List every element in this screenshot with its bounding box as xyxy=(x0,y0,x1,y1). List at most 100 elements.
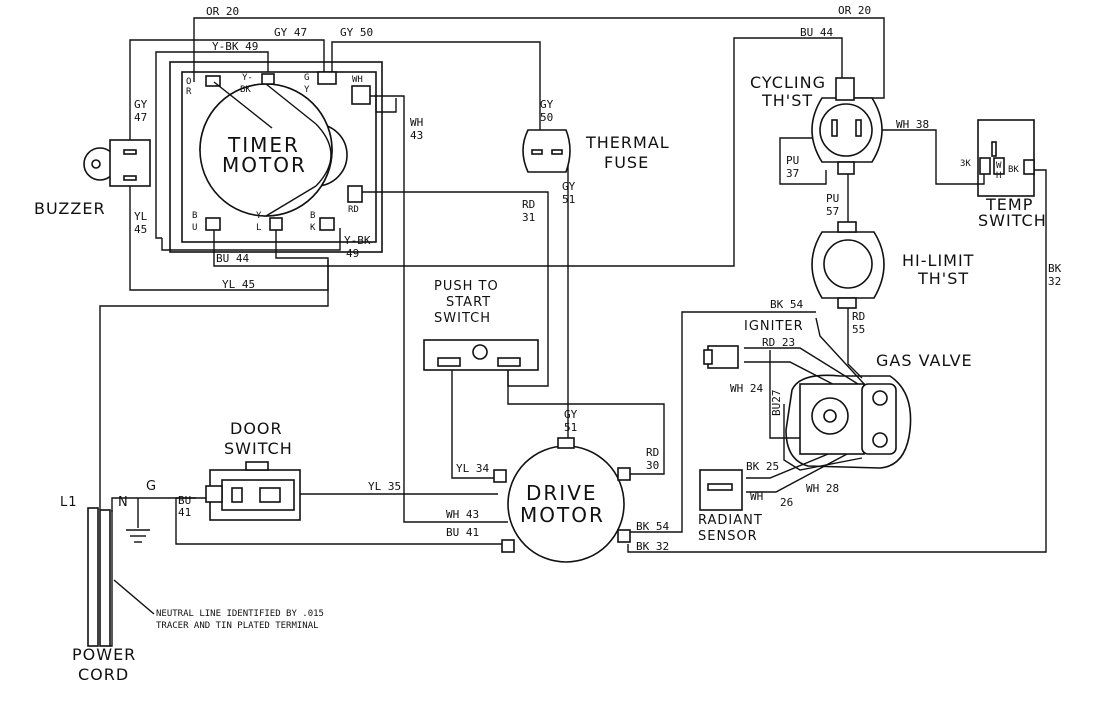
svg-text:51: 51 xyxy=(562,193,575,206)
svg-text:BU 44: BU 44 xyxy=(216,252,249,265)
timer-label-2: MOTOR xyxy=(222,153,307,177)
svg-text:Y: Y xyxy=(256,211,262,221)
svg-text:47: 47 xyxy=(134,111,147,124)
wire-rd55 xyxy=(847,304,863,379)
terminal-rd xyxy=(347,185,363,203)
power-cord: L1 N G NEUTRAL LINE IDENTIFIED BY .015 T… xyxy=(60,479,324,684)
svg-text:BU 44: BU 44 xyxy=(800,26,833,39)
wire-yl34 xyxy=(451,368,494,479)
svg-text:55: 55 xyxy=(852,323,865,336)
svg-text:26: 26 xyxy=(780,496,793,509)
svg-text:PU: PU xyxy=(786,154,799,167)
svg-text:MOTOR: MOTOR xyxy=(520,503,605,527)
svg-text:U: U xyxy=(192,223,197,233)
svg-text:Y-BK: Y-BK xyxy=(344,234,371,247)
wire-rd23 xyxy=(744,347,859,385)
wire-wh38 xyxy=(870,129,985,185)
hi-limit-thermostat: HI-LIMIT TH'ST xyxy=(811,221,973,309)
svg-text:H: H xyxy=(996,171,1001,181)
svg-text:TH'ST: TH'ST xyxy=(761,91,813,110)
svg-text:45: 45 xyxy=(134,223,147,236)
svg-text:BU 41: BU 41 xyxy=(446,526,479,539)
temp-switch: 3K W H BK TEMP SWITCH xyxy=(960,119,1047,230)
wire-igniter-a xyxy=(815,317,867,387)
svg-text:BK 54: BK 54 xyxy=(770,298,803,311)
svg-text:TRACER AND TIN PLATED TERMINAL: TRACER AND TIN PLATED TERMINAL xyxy=(156,621,319,631)
push-to-start-switch: PUSH TO START SWITCH xyxy=(423,279,539,371)
svg-text:O: O xyxy=(186,77,191,87)
thermal-fuse: THERMAL FUSE xyxy=(522,129,669,173)
svg-text:GY: GY xyxy=(134,98,148,111)
wire-rd30 xyxy=(507,370,665,475)
svg-text:GY: GY xyxy=(540,98,554,111)
svg-text:57: 57 xyxy=(826,205,839,218)
svg-text:WH: WH xyxy=(410,116,423,129)
svg-text:WH 43: WH 43 xyxy=(446,508,479,521)
svg-text:CORD: CORD xyxy=(78,665,129,684)
svg-text:49: 49 xyxy=(346,247,359,260)
svg-text:N: N xyxy=(118,495,129,510)
wire-labels: OR 20 OR 20 GY 47 GY 50 Y-BK 49 GY 47 GY… xyxy=(134,4,1062,553)
svg-text:FUSE: FUSE xyxy=(604,153,649,172)
svg-text:GAS VALVE: GAS VALVE xyxy=(876,351,973,370)
svg-text:Y: Y xyxy=(304,85,310,95)
svg-text:OR 20: OR 20 xyxy=(838,4,871,17)
svg-text:K: K xyxy=(310,223,316,233)
wire-gy47 xyxy=(129,39,325,144)
svg-text:BK: BK xyxy=(1008,165,1019,175)
svg-text:BK 32: BK 32 xyxy=(636,540,669,553)
door-switch: DOOR SWITCH xyxy=(205,419,301,521)
svg-text:WH: WH xyxy=(750,490,763,503)
svg-text:SWITCH: SWITCH xyxy=(224,439,293,458)
svg-text:YL: YL xyxy=(134,210,148,223)
svg-text:PU: PU xyxy=(826,192,839,205)
svg-text:START: START xyxy=(446,295,491,310)
drive-motor: DRIVE MOTOR xyxy=(493,437,631,563)
svg-text:51: 51 xyxy=(564,421,577,434)
svg-text:PUSH TO: PUSH TO xyxy=(434,279,499,294)
svg-text:YL 35: YL 35 xyxy=(368,480,401,493)
wire-bu44 xyxy=(213,37,843,267)
wire-neutral xyxy=(111,497,206,512)
svg-text:NEUTRAL LINE IDENTIFIED BY .01: NEUTRAL LINE IDENTIFIED BY .015 xyxy=(156,609,324,619)
svg-text:WH: WH xyxy=(352,75,363,85)
buzzer: BUZZER xyxy=(34,139,151,218)
svg-text:SWITCH: SWITCH xyxy=(978,211,1047,230)
svg-text:43: 43 xyxy=(410,129,423,142)
svg-text:30: 30 xyxy=(646,459,659,472)
svg-text:GY 47: GY 47 xyxy=(274,26,307,39)
svg-text:BU27: BU27 xyxy=(770,390,783,417)
svg-text:BK: BK xyxy=(240,85,251,95)
svg-text:GY: GY xyxy=(562,180,576,193)
radiant-sensor: RADIANT SENSOR xyxy=(698,469,762,544)
timer-frame-outer xyxy=(169,61,383,253)
svg-text:BK 25: BK 25 xyxy=(746,460,779,473)
svg-text:OR 20: OR 20 xyxy=(206,5,239,18)
svg-text:B: B xyxy=(310,211,315,221)
svg-text:DRIVE: DRIVE xyxy=(526,481,598,505)
wire-bk54 xyxy=(628,311,816,533)
svg-text:TEMP: TEMP xyxy=(985,195,1033,214)
svg-text:RD: RD xyxy=(348,205,359,215)
wire-bk32 xyxy=(627,169,1047,553)
svg-text:BK: BK xyxy=(1048,262,1062,275)
svg-text:G: G xyxy=(304,73,309,83)
terminal-or xyxy=(205,75,221,87)
cycling-thermostat: CYCLING TH'ST xyxy=(750,73,883,175)
terminal-ybk xyxy=(261,73,275,85)
svg-text:WH 28: WH 28 xyxy=(806,482,839,495)
svg-text:L: L xyxy=(256,223,261,233)
svg-text:IGNITER: IGNITER xyxy=(744,319,804,334)
svg-text:CYCLING: CYCLING xyxy=(750,73,826,92)
svg-text:TH'ST: TH'ST xyxy=(917,269,969,288)
svg-text:37: 37 xyxy=(786,167,799,180)
svg-text:WH 38: WH 38 xyxy=(896,118,929,131)
svg-text:GY: GY xyxy=(564,408,578,421)
terminal-gy xyxy=(317,71,337,85)
svg-text:41: 41 xyxy=(178,506,191,519)
svg-text:31: 31 xyxy=(522,211,535,224)
wire-l1 xyxy=(99,260,329,510)
svg-text:G: G xyxy=(146,479,157,494)
gas-valve: IGNITER GAS VALVE xyxy=(703,319,973,469)
